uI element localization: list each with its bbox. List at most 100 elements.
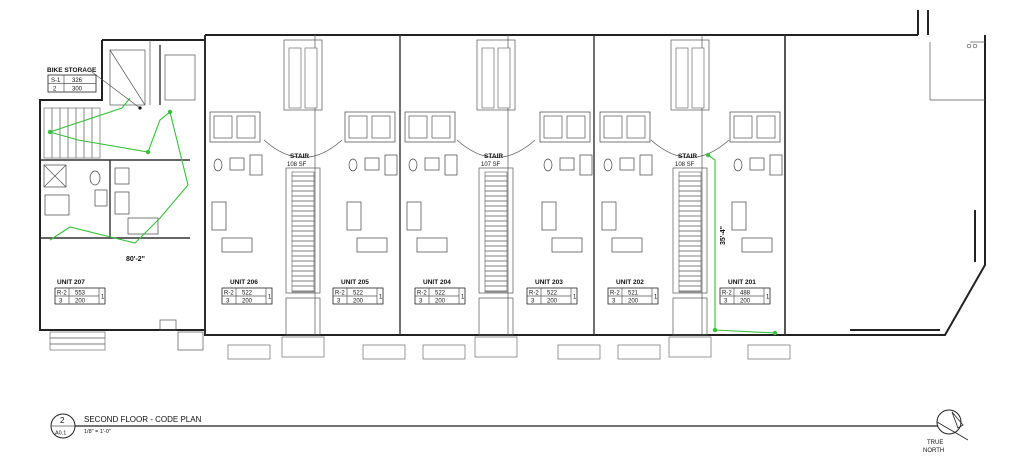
toilet [213, 158, 223, 172]
stair-exit-steps [281, 336, 325, 358]
svg-text:3: 3 [531, 299, 535, 305]
tub [626, 115, 646, 139]
kitchen-island [416, 237, 448, 253]
svg-text:200: 200 [75, 299, 86, 305]
stair-exit-steps [668, 336, 712, 358]
svg-text:200: 200 [435, 299, 446, 305]
shower [603, 115, 623, 139]
vanity [639, 154, 653, 176]
stair-label-2: STAIR 107 SF [481, 153, 503, 168]
unit-label-202: UNIT 202 R-2 3 521 200 1 [607, 279, 659, 305]
lower-stair-shaft [672, 167, 708, 294]
svg-text:UNIT 202: UNIT 202 [616, 279, 644, 286]
svg-text:R-2: R-2 [224, 291, 234, 297]
stair-run [484, 171, 508, 293]
svg-text:R-2: R-2 [610, 291, 620, 297]
bike-storage-title: BIKE STORAGE [47, 67, 97, 74]
north-label-true: TRUE [927, 440, 943, 446]
svg-text:3: 3 [724, 299, 728, 305]
toilet [408, 158, 418, 172]
toilet [348, 158, 358, 172]
unit-label-203: UNIT 203 R-2 3 522 200 1 [526, 279, 578, 305]
svg-text:3: 3 [419, 299, 423, 305]
vanity [769, 154, 783, 176]
north-arrow: TRUE NORTH [923, 409, 969, 454]
shower [543, 115, 563, 139]
sink [229, 157, 245, 171]
svg-text:326: 326 [72, 78, 83, 84]
range [731, 201, 747, 231]
travel-distance-left: 80'-2" [126, 256, 145, 263]
bike-storage-tag: S-1 2 326 300 [47, 74, 97, 93]
svg-text:R-2: R-2 [335, 291, 345, 297]
upper-stair-run [288, 47, 302, 109]
svg-text:200: 200 [242, 299, 253, 305]
svg-text:1: 1 [654, 295, 658, 301]
kitchen-island [356, 237, 388, 253]
svg-text:UNIT 201: UNIT 201 [728, 279, 756, 286]
svg-text:522: 522 [353, 291, 364, 297]
detail-number: 2 [60, 416, 65, 425]
svg-text:107 SF: 107 SF [481, 162, 501, 168]
svg-text:1: 1 [379, 295, 383, 301]
svg-text:STAIR: STAIR [678, 153, 697, 160]
svg-text:200: 200 [628, 299, 639, 305]
vanity [579, 154, 593, 176]
toilet [543, 158, 553, 172]
vanity [249, 154, 263, 176]
upper-stair-shaft [476, 39, 516, 111]
svg-text:2: 2 [53, 87, 57, 93]
svg-text:3: 3 [59, 299, 63, 305]
svg-text:200: 200 [547, 299, 558, 305]
upper-stair-run [304, 47, 318, 109]
stair-labels: STAIR 108 SF STAIR 107 SF STAIR 108 SF [287, 153, 697, 168]
range [601, 201, 617, 231]
travel-distance-right: 35'-4" [720, 226, 727, 245]
range [346, 201, 362, 231]
shower [213, 115, 233, 139]
bathroom-block [404, 111, 456, 143]
svg-text:522: 522 [435, 291, 446, 297]
unit-label-204: UNIT 204 R-2 3 522 200 1 [414, 279, 466, 305]
upper-stair-run [497, 47, 511, 109]
unit-labels: UNIT 207 R-2 3 553 200 1 UNIT 206 R-2 3 … [54, 279, 771, 305]
stair-door-swing [263, 139, 343, 158]
svg-text:488: 488 [740, 291, 751, 297]
kitchen-island [221, 237, 253, 253]
upper-stair-run [691, 47, 705, 109]
bike-storage-label: BIKE STORAGE S-1 2 326 300 [47, 67, 142, 110]
svg-text:300: 300 [72, 87, 83, 93]
tub [236, 115, 256, 139]
stair-landing [672, 297, 708, 336]
range [406, 201, 422, 231]
shower [408, 115, 428, 139]
bathroom-block [729, 111, 781, 143]
unit-walls [204, 35, 786, 335]
north-label-north: NORTH [923, 448, 944, 454]
svg-text:108 SF: 108 SF [675, 162, 695, 168]
tub [566, 115, 586, 139]
stair-landing [478, 297, 514, 336]
vanity [384, 154, 398, 176]
bathroom-block [344, 111, 396, 143]
svg-text:UNIT 205: UNIT 205 [341, 279, 369, 286]
range [211, 201, 227, 231]
svg-text:3: 3 [337, 299, 341, 305]
unit-entry-steps [362, 344, 406, 360]
egress-path-right [707, 154, 776, 334]
svg-text:522: 522 [242, 291, 253, 297]
lower-stair-shaft [285, 167, 321, 294]
unit-label-207: UNIT 207 R-2 3 553 200 1 [54, 279, 106, 305]
upper-stair-run [481, 47, 495, 109]
toilet [733, 158, 743, 172]
svg-text:1: 1 [101, 295, 105, 301]
stair-door-swing [456, 139, 536, 158]
bathroom-block [539, 111, 591, 143]
stair-exit-steps [474, 336, 518, 358]
kitchen-island [551, 237, 583, 253]
bathroom-block [209, 111, 261, 143]
sink [424, 157, 440, 171]
svg-text:R-2: R-2 [529, 291, 539, 297]
unit-entry-steps [422, 344, 466, 360]
svg-text:200: 200 [740, 299, 751, 305]
